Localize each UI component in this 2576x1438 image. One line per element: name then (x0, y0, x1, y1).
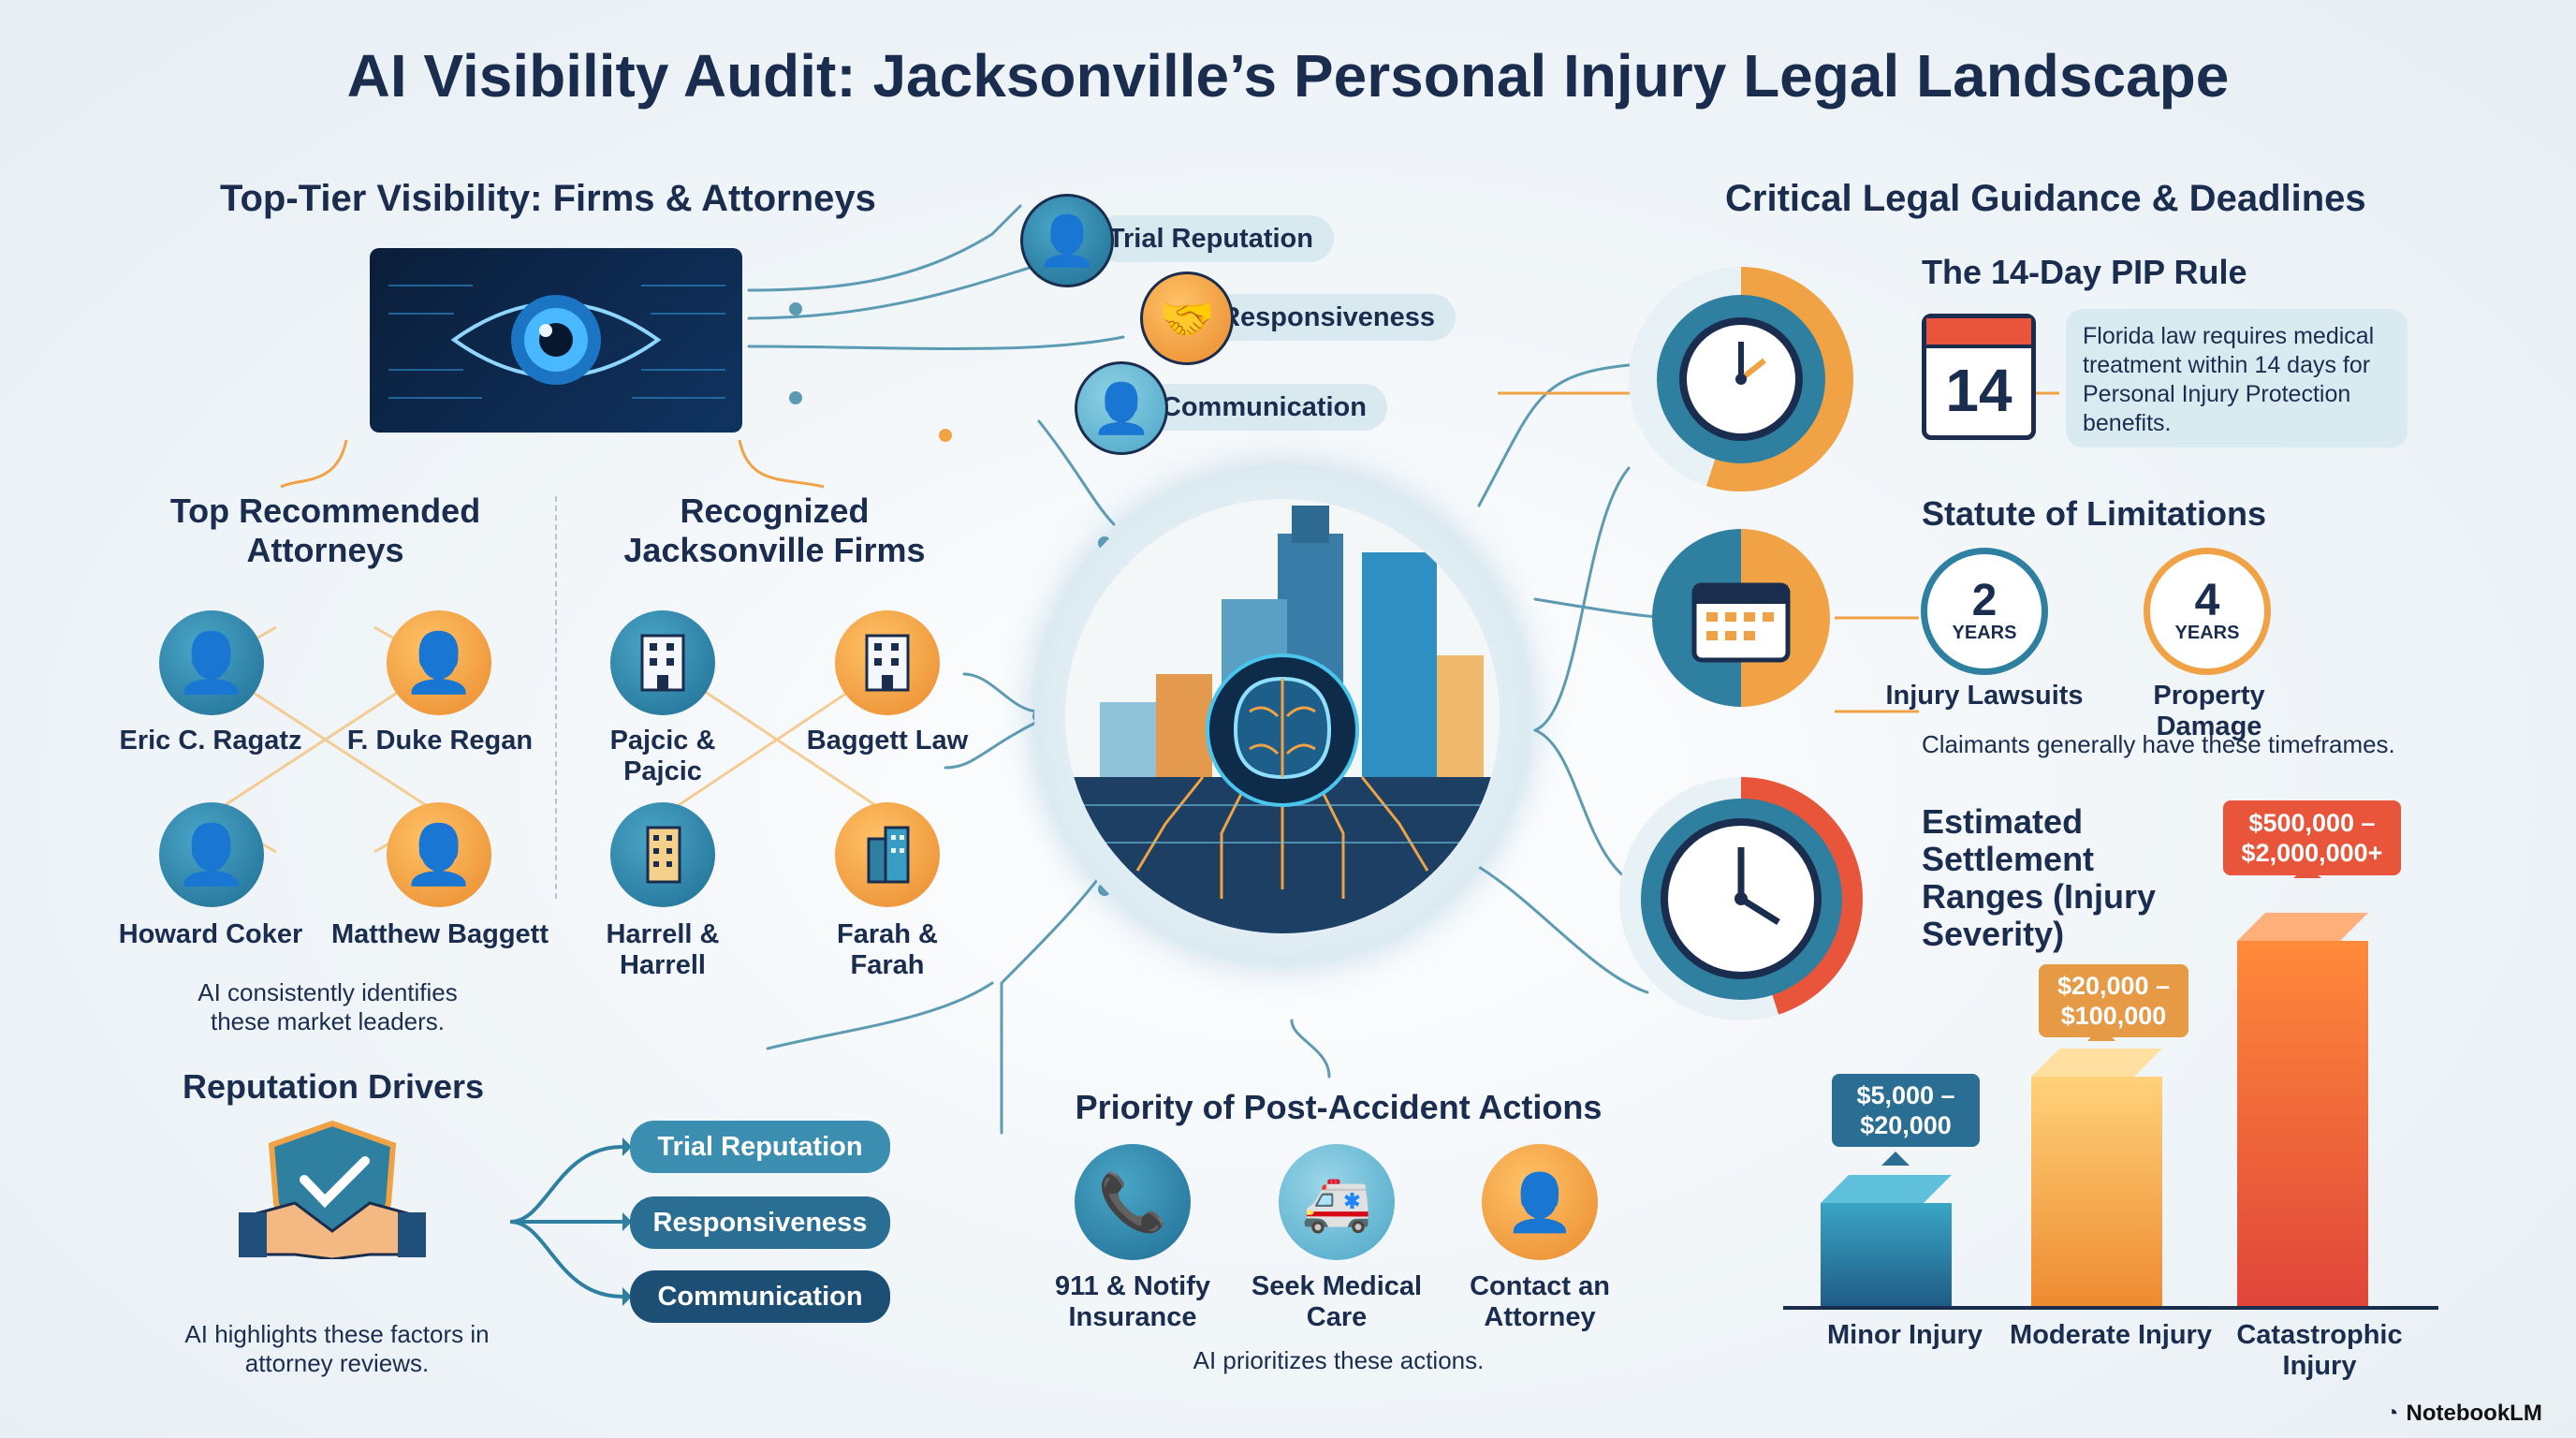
statute-number: 2 (1971, 575, 1998, 625)
attorney-icon-glyph: 👤 (1504, 1170, 1575, 1234)
priority-caption: AI prioritizes these actions. (1193, 1346, 1485, 1374)
building-icon (610, 802, 715, 907)
avatar: 👤 (387, 610, 491, 715)
settlement-bar-chart (1783, 871, 2438, 1310)
ai-eye-screen (370, 248, 742, 433)
calendar-header (1926, 318, 2031, 348)
action-label: 911 & Notify Insurance (1055, 1271, 1210, 1332)
alarm-clock-icon (1629, 267, 1853, 492)
bar-label: Minor Injury (1827, 1320, 1983, 1350)
page-title: AI Visibility Audit: Jacksonville’s Pers… (346, 42, 2230, 110)
attorney-name: Howard Coker (118, 919, 303, 949)
attorneys-heading: Top Recommended Attorneys (169, 492, 481, 569)
driver-pill-communication: Communication (630, 1270, 890, 1323)
statute-badge-4: 4 YEARS (2144, 548, 2271, 675)
bar-label: Moderate Injury (2010, 1320, 2212, 1350)
phone-icon-glyph: 📞 (1097, 1170, 1168, 1234)
statute-heading: Statute of Limitations (1922, 494, 2266, 533)
action-label: Contact an Attorney (1470, 1271, 1610, 1332)
avatar: 👤 (159, 610, 264, 715)
ambulance-icon-glyph: 🚑 (1301, 1170, 1372, 1234)
statute-unit: YEARS (1952, 622, 2017, 643)
section-heading-visibility: Top-Tier Visibility: Firms & Attorneys (220, 178, 876, 219)
person-icon-glyph: 👤 (1036, 213, 1098, 269)
person-icon: 👤 (402, 630, 476, 696)
statute-number: 4 (2194, 575, 2220, 625)
ambulance-icon: 🚑 (1279, 1144, 1395, 1260)
person-icon: 👤 (402, 822, 476, 888)
notebook-icon: ◔ (2385, 1401, 2399, 1426)
bar-moderate (2031, 1049, 2162, 1306)
person-icon: 👤 (175, 630, 248, 696)
eye-icon (388, 285, 725, 399)
user-icon-glyph: 👤 (1090, 381, 1152, 436)
attorney-name: F. Duke Regan (346, 726, 534, 756)
firm-name: Pajcic & Pajcic (609, 726, 716, 786)
driver-pill-responsiveness: Responsiveness (630, 1196, 890, 1249)
avatar: 👤 (159, 802, 264, 907)
price-label-moderate: $20,000 – $100,000 (2039, 964, 2188, 1037)
person-icon: 👤 (175, 822, 248, 888)
firm-name: Baggett Law (806, 726, 969, 756)
divider (555, 496, 557, 899)
priority-heading: Priority of Post-Accident Actions (1075, 1088, 1603, 1126)
person-icon: 👤 (1020, 194, 1114, 287)
bar-label: Catastrophic Injury (2236, 1320, 2403, 1381)
calendar-icon (1652, 529, 1830, 707)
city-skyline-icon (1065, 499, 1500, 933)
price-label-catastrophic: $500,000 – $2,000,000+ (2223, 800, 2401, 875)
driver-arrows (510, 1137, 632, 1306)
building-icon (835, 610, 940, 715)
section-heading-guidance: Critical Legal Guidance & Deadlines (1725, 178, 2366, 219)
user-female-icon: 👤 (1075, 361, 1168, 455)
bar-minor (1821, 1175, 1952, 1306)
bar-catastrophic (2237, 913, 2368, 1306)
attorney-name: Eric C. Ragatz (119, 726, 302, 756)
pip-heading: The 14-Day PIP Rule (1922, 253, 2247, 291)
attorney-name: Matthew Baggett (331, 919, 549, 949)
pip-note: Florida law requires medical treatment w… (2066, 309, 2408, 448)
handshake-icon-glyph: 🤝 (1159, 294, 1215, 345)
statute-label: Injury Lawsuits (1885, 681, 2084, 711)
price-label-minor: $5,000 – $20,000 (1832, 1074, 1980, 1147)
brand-name: NotebookLM (2406, 1401, 2542, 1426)
wall-clock-icon (1619, 777, 1863, 1020)
action-label: Seek Medical Care (1251, 1271, 1423, 1332)
reputation-drivers-heading: Reputation Drivers (183, 1067, 485, 1106)
city-brain-hub (1034, 468, 1530, 964)
statute-label: Property Damage (2153, 681, 2265, 741)
statute-unit: YEARS (2174, 622, 2240, 643)
brand-watermark: ◔ NotebookLM (2385, 1401, 2542, 1427)
drivers-caption: AI highlights these factors in attorney … (184, 1320, 490, 1377)
phone-icon: 📞 (1075, 1144, 1191, 1260)
center-pill-trial-reputation: Trial Reputation (1095, 215, 1334, 262)
center-pill-communication: Communication (1142, 384, 1387, 431)
market-leaders-caption: AI consistently identifies these market … (198, 978, 458, 1035)
building-icon (610, 610, 715, 715)
handshake-icon: 🤝 (1140, 271, 1234, 365)
shield-handshake-icon (239, 1120, 426, 1259)
pip-calendar-icon: 14 (1922, 314, 2036, 440)
center-pill-responsiveness: Responsiveness (1208, 294, 1456, 341)
firm-name: Farah & Farah (837, 919, 938, 980)
firm-name: Harrell & Harrell (606, 919, 720, 980)
statute-caption: Claimants generally have these timeframe… (1922, 730, 2395, 758)
calendar-number: 14 (1945, 357, 2012, 424)
avatar: 👤 (387, 802, 491, 907)
firms-heading: Recognized Jacksonville Firms (623, 492, 926, 569)
statute-badge-2: 2 YEARS (1921, 548, 2048, 675)
settlement-heading: Estimated Settlement Ranges (Injury Seve… (1922, 802, 2157, 953)
building-icon (835, 802, 940, 907)
driver-pill-trial-reputation: Trial Reputation (630, 1121, 890, 1173)
attorney-icon: 👤 (1482, 1144, 1598, 1260)
